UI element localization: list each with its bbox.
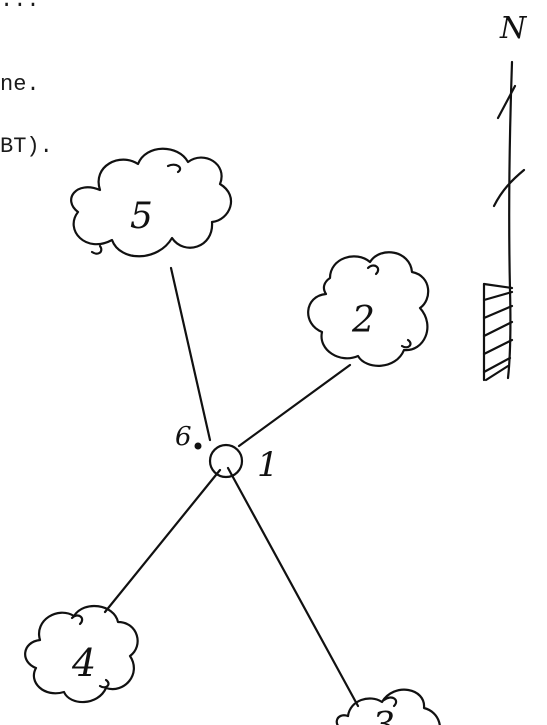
- cloud-5: 5: [70, 147, 232, 258]
- connector-lines: [103, 266, 360, 708]
- center-node: [208, 443, 244, 479]
- line-center-to-5: [169, 266, 212, 442]
- north-label: N: [499, 11, 528, 46]
- document-text-bottom: BT).: [0, 134, 53, 159]
- line-center-to-2: [237, 363, 352, 448]
- point-6-dot: [194, 442, 202, 450]
- cloud-4: 4: [24, 604, 139, 704]
- document-text-mid: ne.: [0, 72, 40, 97]
- cloud-5-label: 5: [130, 196, 153, 237]
- cloud-4-label: 4: [71, 641, 96, 685]
- line-center-to-4: [103, 468, 222, 614]
- cloud-2: 2: [307, 251, 430, 367]
- document-text-top: ...: [0, 0, 40, 13]
- line-center-to-3: [226, 466, 360, 708]
- cloud-3: 3: [335, 688, 441, 725]
- north-arrow: N: [482, 11, 528, 382]
- center-label: 1: [257, 445, 279, 485]
- point-6-label: 6: [175, 422, 192, 452]
- cloud-3-label: 3: [372, 706, 395, 725]
- cloud-2-label: 2: [351, 300, 375, 341]
